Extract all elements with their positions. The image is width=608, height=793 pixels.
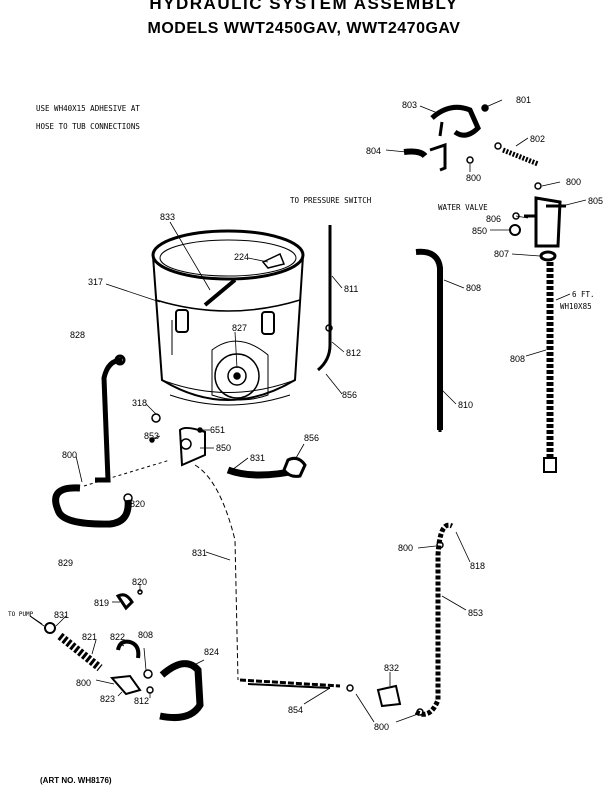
label-853a: 853 — [144, 431, 159, 441]
label-850b: 850 — [216, 443, 231, 453]
art-number: (ART NO. WH8176) — [40, 776, 112, 785]
water-valve-note: WATER VALVE — [438, 203, 488, 212]
valve-parts-group — [317, 104, 566, 473]
label-833: 833 — [160, 212, 175, 222]
label-800b: 800 — [566, 177, 581, 187]
label-831c: 831 — [54, 610, 69, 620]
label-820b: 820 — [132, 577, 147, 587]
label-828: 828 — [70, 330, 85, 340]
label-819: 819 — [94, 598, 109, 608]
tub-317 — [151, 229, 305, 406]
label-821: 821 — [82, 632, 97, 642]
label-800d: 800 — [76, 678, 91, 688]
label-853b: 853 — [468, 608, 483, 618]
label-800e: 800 — [374, 722, 389, 732]
label-800f: 800 — [398, 543, 413, 553]
label-808b: 808 — [510, 354, 525, 364]
label-800a: 800 — [466, 173, 481, 183]
label-810: 810 — [458, 400, 473, 410]
label-224: 224 — [234, 252, 249, 262]
label-832: 832 — [384, 663, 399, 673]
label-651: 651 — [210, 425, 225, 435]
pump-parts-group — [29, 522, 454, 722]
label-823: 823 — [100, 694, 115, 704]
wh-part-note: WH10X85 — [560, 302, 592, 311]
label-811: 811 — [344, 284, 358, 294]
leader-lines — [29, 99, 587, 723]
drain-hoses-group — [52, 354, 307, 681]
label-803: 803 — [402, 100, 417, 110]
diagram-title: HYDRAULIC SYSTEM ASSEMBLY — [149, 0, 459, 13]
label-812a: 812 — [346, 348, 361, 358]
label-831a: 831 — [250, 453, 265, 463]
adhesive-note-line2: HOSE TO TUB CONNECTIONS — [36, 122, 140, 131]
label-807: 807 — [494, 249, 509, 259]
six-ft-note: 6 FT. — [572, 290, 595, 299]
label-805: 805 — [588, 196, 603, 206]
label-800c: 800 — [62, 450, 77, 460]
label-806: 806 — [486, 214, 501, 224]
label-318: 318 — [132, 398, 147, 408]
label-802: 802 — [530, 134, 545, 144]
label-824: 824 — [204, 647, 219, 657]
adhesive-note-line1: USE WH40X15 ADHESIVE AT — [36, 104, 140, 113]
label-808c: 808 — [138, 630, 153, 640]
label-801: 801 — [516, 95, 531, 105]
models-subtitle: MODELS WWT2450GAV, WWT2470GAV — [147, 20, 461, 37]
label-850a: 850 — [472, 226, 487, 236]
label-820a: 820 — [130, 499, 145, 509]
label-827: 827 — [232, 323, 247, 333]
label-804: 804 — [366, 146, 381, 156]
pressure-switch-note: TO PRESSURE SWITCH — [290, 196, 372, 205]
label-317: 317 — [88, 277, 103, 287]
label-831b: 831 — [192, 548, 207, 558]
label-822: 822 — [110, 632, 125, 642]
label-818: 818 — [470, 561, 485, 571]
label-808a: 808 — [466, 283, 481, 293]
label-854: 854 — [288, 705, 303, 715]
label-829: 829 — [58, 558, 73, 568]
label-856a: 856 — [342, 390, 357, 400]
label-812b: 812 — [134, 696, 149, 706]
label-856b: 856 — [304, 433, 319, 443]
to-pump-note: TO PUMP — [8, 611, 34, 618]
